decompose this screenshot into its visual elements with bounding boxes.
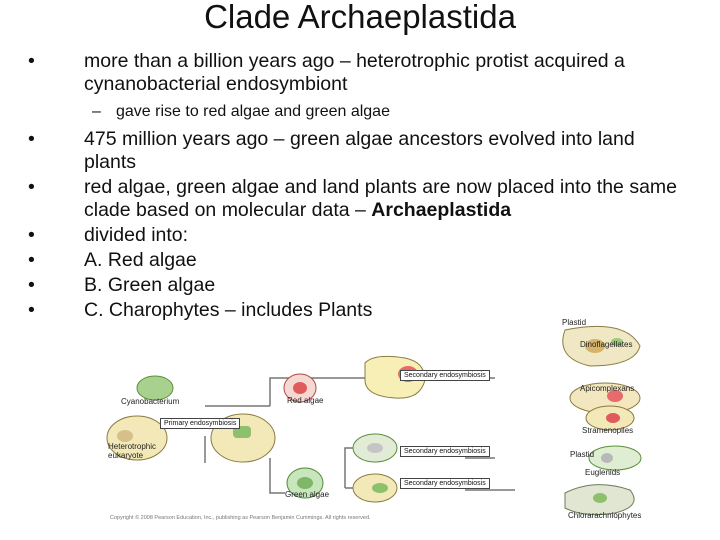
sub-bullet-item: – gave rise to red algae and green algae: [28, 102, 678, 122]
label-stramenopiles: Stramenopiles: [582, 426, 634, 435]
bullet-list: • more than a billion years ago – hetero…: [28, 50, 678, 322]
label-red-algae: Red algae: [287, 396, 324, 405]
label-chlorarachniophytes: Chlorarachniophytes: [568, 511, 642, 520]
label-secondary-3: Secondary endosymbiosis: [400, 478, 490, 489]
bullet-dot: •: [28, 274, 35, 296]
label-secondary-2: Secondary endosymbiosis: [400, 446, 490, 457]
bullet-text: divided into:: [84, 224, 189, 246]
bullet-item: • more than a billion years ago – hetero…: [28, 50, 678, 96]
secondary-cell-3: [352, 473, 398, 503]
apicomplexan-cell: [569, 382, 641, 414]
euglenid-cell: [588, 445, 642, 471]
bullet-item: • B. Green algae: [28, 274, 678, 297]
diagram-graphics: [106, 325, 642, 516]
cyanobacterium-cell: [136, 375, 174, 401]
label-plastid-top: Plastid: [562, 318, 587, 327]
label-heterotrophic: Heterotrophic eukaryote: [108, 442, 157, 460]
bullet-dot: •: [28, 299, 35, 321]
red-alga-cell: [283, 373, 317, 403]
label-secondary-1: Secondary endosymbiosis: [400, 370, 490, 381]
bullet-dot: •: [28, 249, 35, 271]
bullet-text: red algae, green algae and land plants a…: [84, 176, 677, 221]
dinoflagellate-cell: [562, 325, 641, 367]
label-euglenids: Euglenids: [585, 468, 621, 477]
stramenopile-cell: [585, 405, 635, 431]
secondary-cell-2: [352, 433, 398, 463]
bullet-item: • 475 million years ago – green algae an…: [28, 128, 678, 174]
bullet-text: more than a billion years ago – heterotr…: [84, 50, 625, 95]
label-plastid-mid: Plastid: [570, 450, 595, 459]
heterotrophic-cell: [106, 415, 168, 461]
bullet-text: C. Charophytes – includes Plants: [84, 299, 373, 321]
sub-bullet-dash: –: [92, 103, 101, 120]
bullet-dot: •: [28, 128, 35, 150]
green-alga-cell: [286, 467, 324, 499]
bullet-text-bold: Archaeplastida: [371, 199, 512, 221]
endosymbiosis-diagram: Plastid Dinoflagellates Secondary endosy…: [95, 318, 655, 528]
bullet-text: 475 million years ago – green algae ance…: [84, 128, 635, 173]
copyright-notice: Copyright © 2008 Pearson Education, Inc.…: [110, 515, 371, 521]
label-dinoflagellates: Dinoflagellates: [580, 340, 633, 349]
bullet-item: • divided into:: [28, 224, 678, 247]
label-green-algae: Green algae: [285, 490, 330, 499]
label-apicomplexans: Apicomplexans: [580, 384, 635, 393]
slide-title: Clade Archaeplastida: [204, 0, 516, 35]
bullet-dot: •: [28, 224, 35, 246]
bullet-text: B. Green algae: [84, 274, 216, 296]
label-cyanobacterium: Cyanobacterium: [121, 397, 180, 406]
bullet-item: • A. Red algae: [28, 249, 678, 272]
bullet-item: • C. Charophytes – includes Plants: [28, 299, 678, 322]
bullet-dot: •: [28, 176, 35, 198]
bullet-item: • red algae, green algae and land plants…: [28, 176, 678, 222]
bullet-text: A. Red algae: [84, 249, 197, 271]
sub-bullet-text: gave rise to red algae and green algae: [116, 103, 390, 120]
chlorarachniophyte-cell: [564, 484, 635, 516]
label-primary: Primary endosymbiosis: [160, 418, 241, 429]
bullet-dot: •: [28, 50, 35, 72]
